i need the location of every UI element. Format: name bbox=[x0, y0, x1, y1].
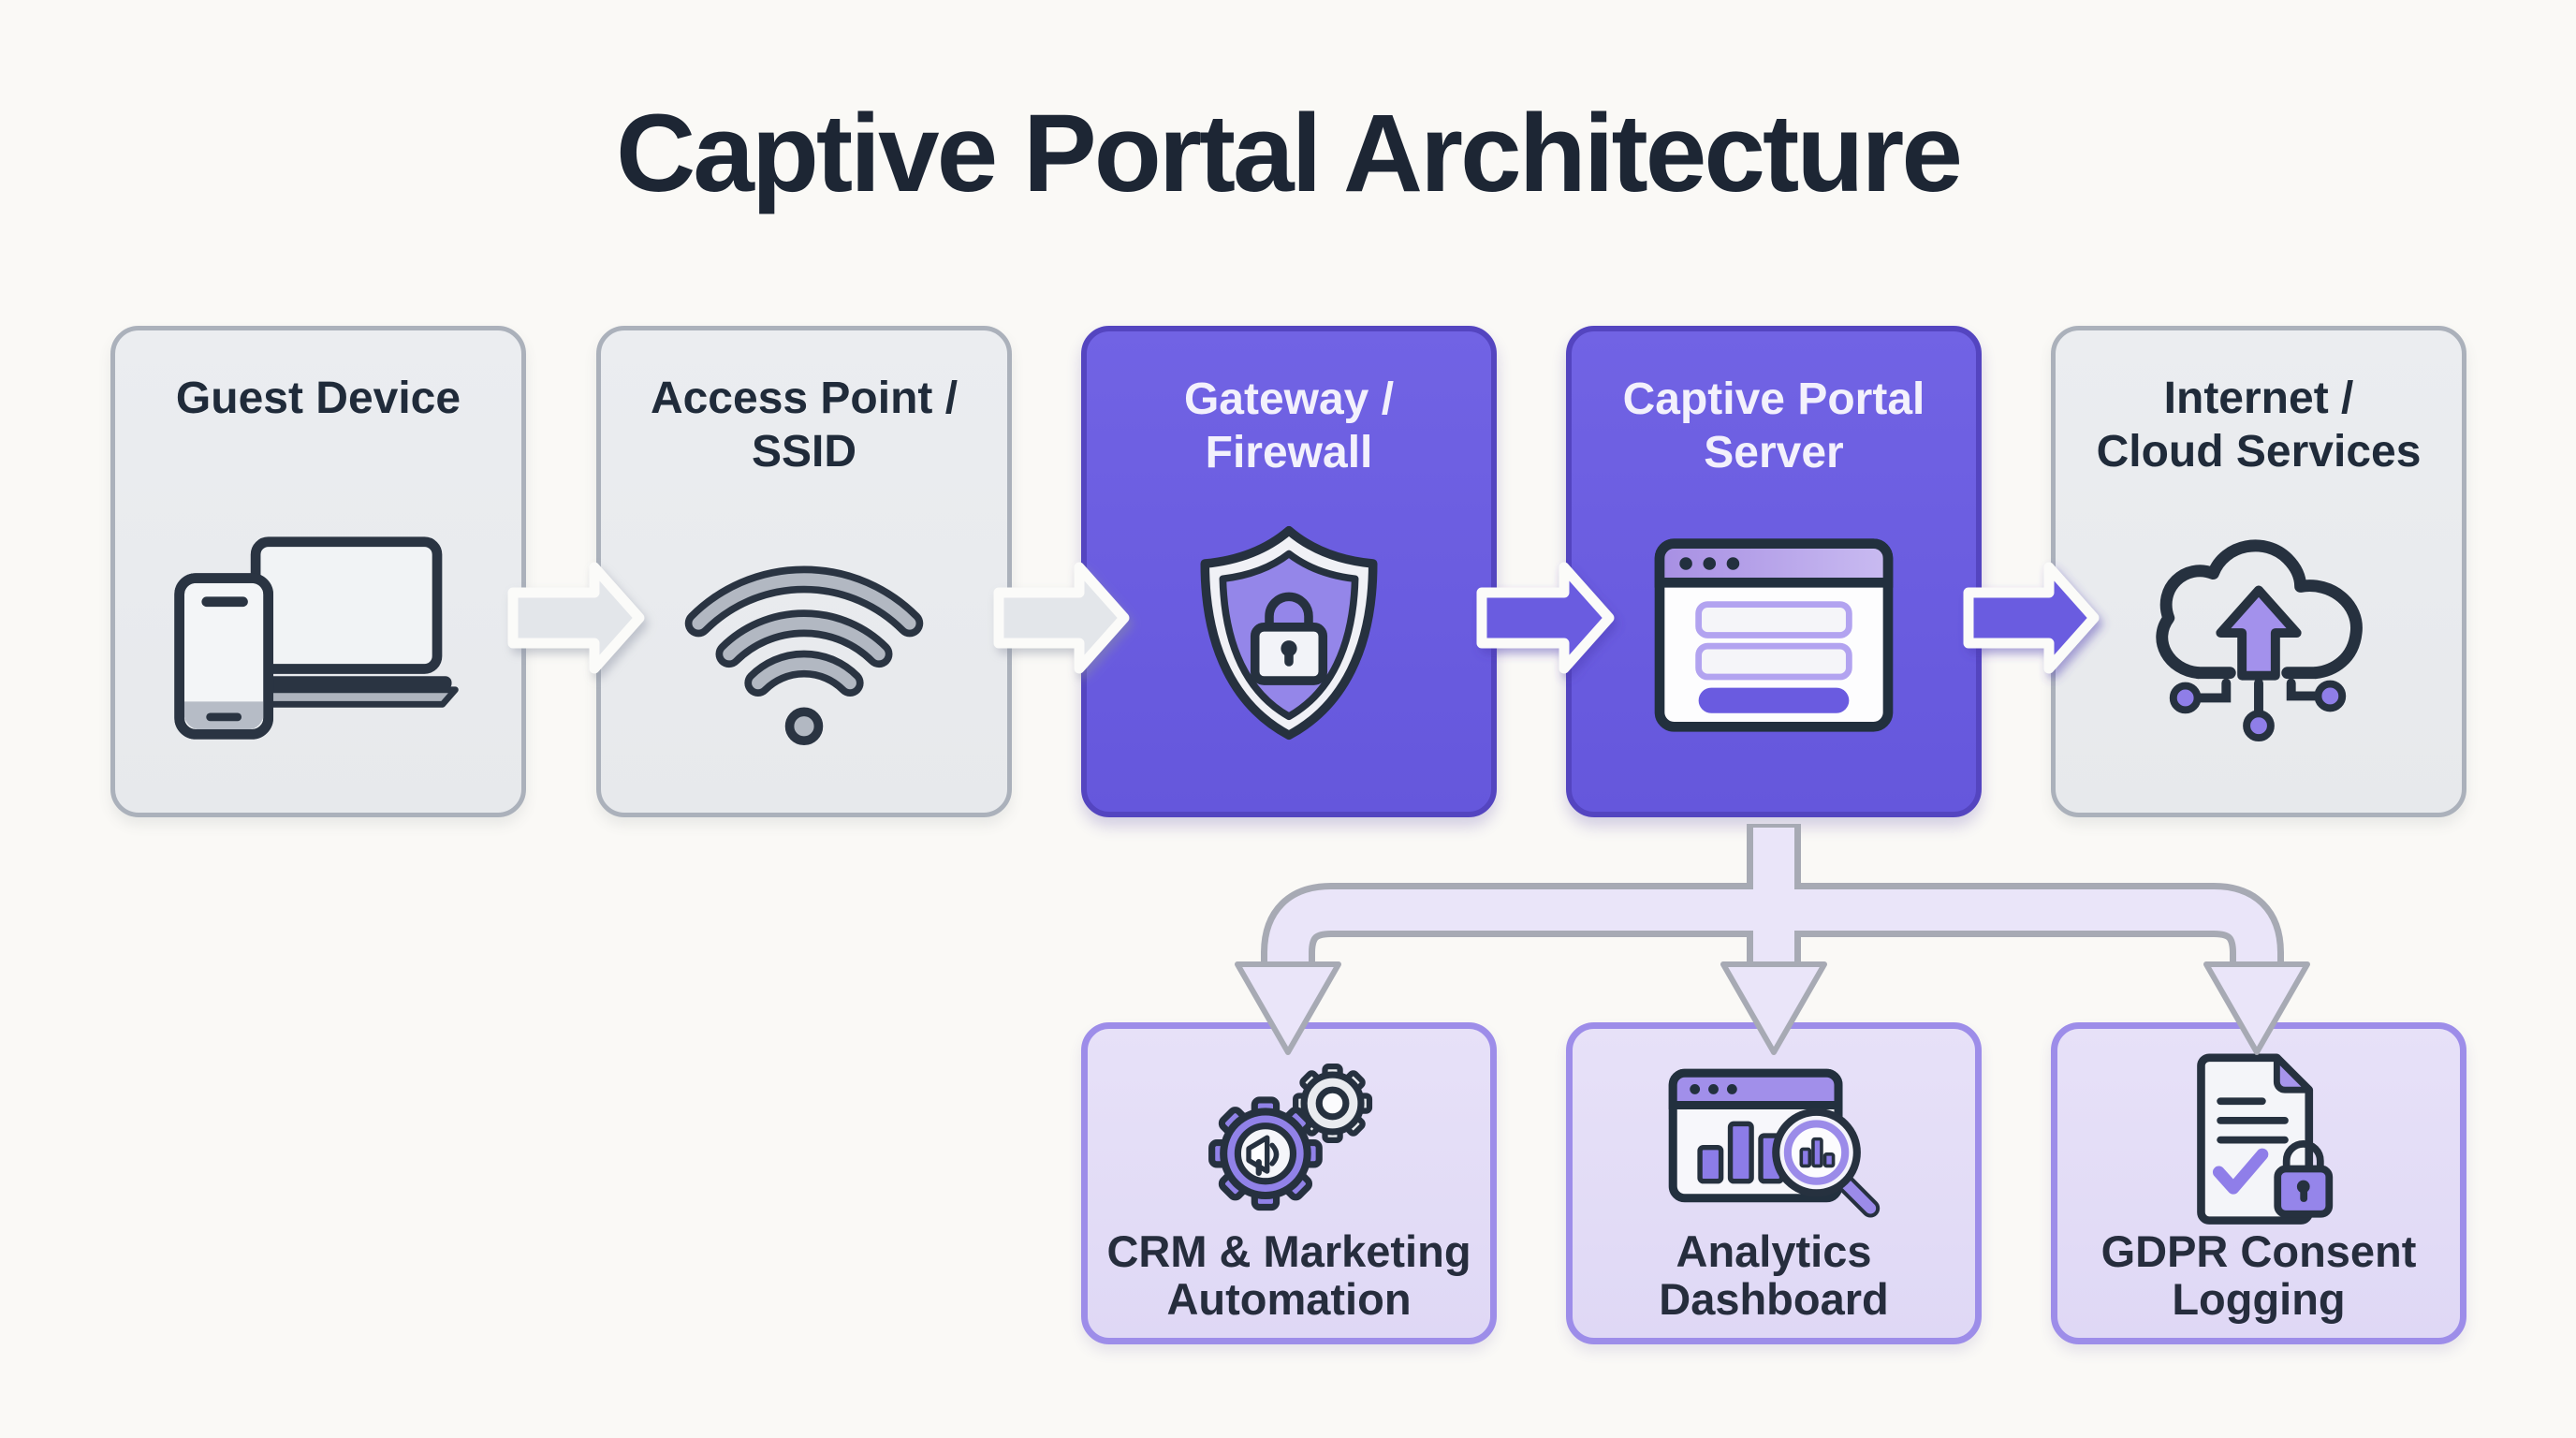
node-label: GDPR Consent Logging bbox=[2100, 1226, 2417, 1324]
node-guest-device: Guest Device bbox=[110, 326, 526, 817]
node-label: Internet / Cloud Services bbox=[2096, 374, 2422, 477]
node-gateway-firewall: Gateway / Firewall bbox=[1081, 326, 1497, 817]
node-analytics-dashboard: Analytics Dashboard bbox=[1566, 1022, 1982, 1344]
node-label: Access Point / SSID bbox=[650, 374, 959, 477]
node-label: Gateway / Firewall bbox=[1183, 374, 1395, 477]
node-gdpr-consent: GDPR Consent Logging bbox=[2051, 1022, 2466, 1344]
node-label: CRM & Marketing Automation bbox=[1106, 1226, 1471, 1324]
node-label: Captive Portal Server bbox=[1622, 374, 1925, 477]
branch-pipes bbox=[1235, 824, 2310, 1055]
node-captive-portal-server: Captive Portal Server bbox=[1566, 326, 1982, 817]
node-crm-marketing: CRM & Marketing Automation bbox=[1081, 1022, 1497, 1344]
shield-lock-icon bbox=[1200, 525, 1378, 741]
node-label: Analytics Dashboard bbox=[1659, 1226, 1889, 1324]
login-window-icon bbox=[1654, 538, 1894, 732]
document-lock-icon bbox=[2197, 1053, 2334, 1225]
node-label: Guest Device bbox=[175, 374, 461, 423]
page-title: Captive Portal Architecture bbox=[616, 92, 1963, 215]
node-internet-cloud: Internet / Cloud Services bbox=[2051, 326, 2466, 817]
analytics-magnifier-icon bbox=[1668, 1068, 1881, 1218]
node-access-point: Access Point / SSID bbox=[596, 326, 1012, 817]
devices-icon bbox=[174, 536, 459, 740]
gears-megaphone-icon bbox=[1208, 1063, 1373, 1211]
wifi-icon bbox=[684, 565, 924, 746]
cloud-upload-icon bbox=[2156, 539, 2363, 742]
